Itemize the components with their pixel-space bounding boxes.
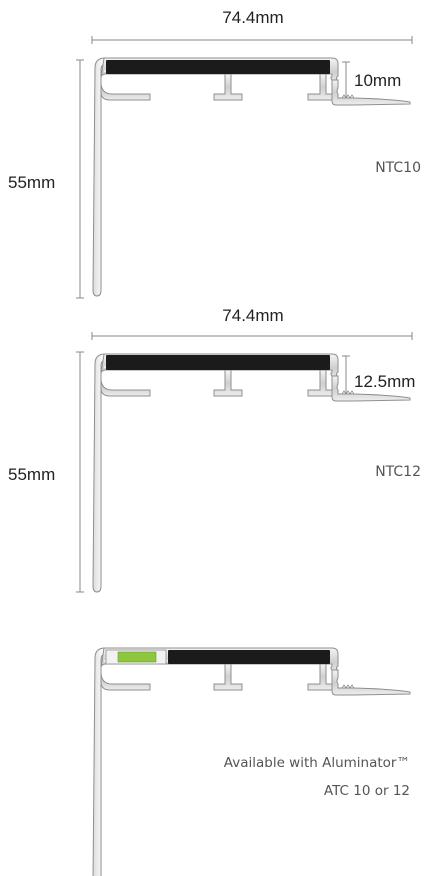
profile-code: NTC10 — [375, 160, 421, 176]
width-label: 74.4mm — [222, 306, 283, 325]
black-insert-strip — [106, 355, 330, 370]
height-label: 55mm — [8, 173, 55, 192]
width-label: 74.4mm — [222, 8, 283, 27]
height-label: 55mm — [8, 465, 55, 484]
nosing-profile-drawing — [92, 57, 411, 297]
profile-ntc10: 74.4mm 55mm 10mm NTC10 — [8, 8, 421, 299]
profile-code: NTC12 — [375, 464, 421, 480]
black-insert-strip — [106, 60, 330, 74]
profile-ntc12: 74.4mm 55mm 12.5mm NTC12 — [8, 306, 421, 593]
tread-label: 12.5mm — [354, 372, 415, 391]
profile-aluminator: Available with Aluminator™ ATC 10 or 12 — [92, 647, 411, 876]
luminous-green-strip — [117, 651, 157, 663]
tread-label: 10mm — [354, 71, 401, 90]
availability-note-line2: ATC 10 or 12 — [324, 783, 410, 799]
availability-note-line1: Available with Aluminator™ — [224, 755, 410, 771]
nosing-profile-drawing — [92, 647, 411, 876]
black-insert-strip — [168, 650, 330, 664]
nosing-profile-drawing — [92, 353, 411, 593]
